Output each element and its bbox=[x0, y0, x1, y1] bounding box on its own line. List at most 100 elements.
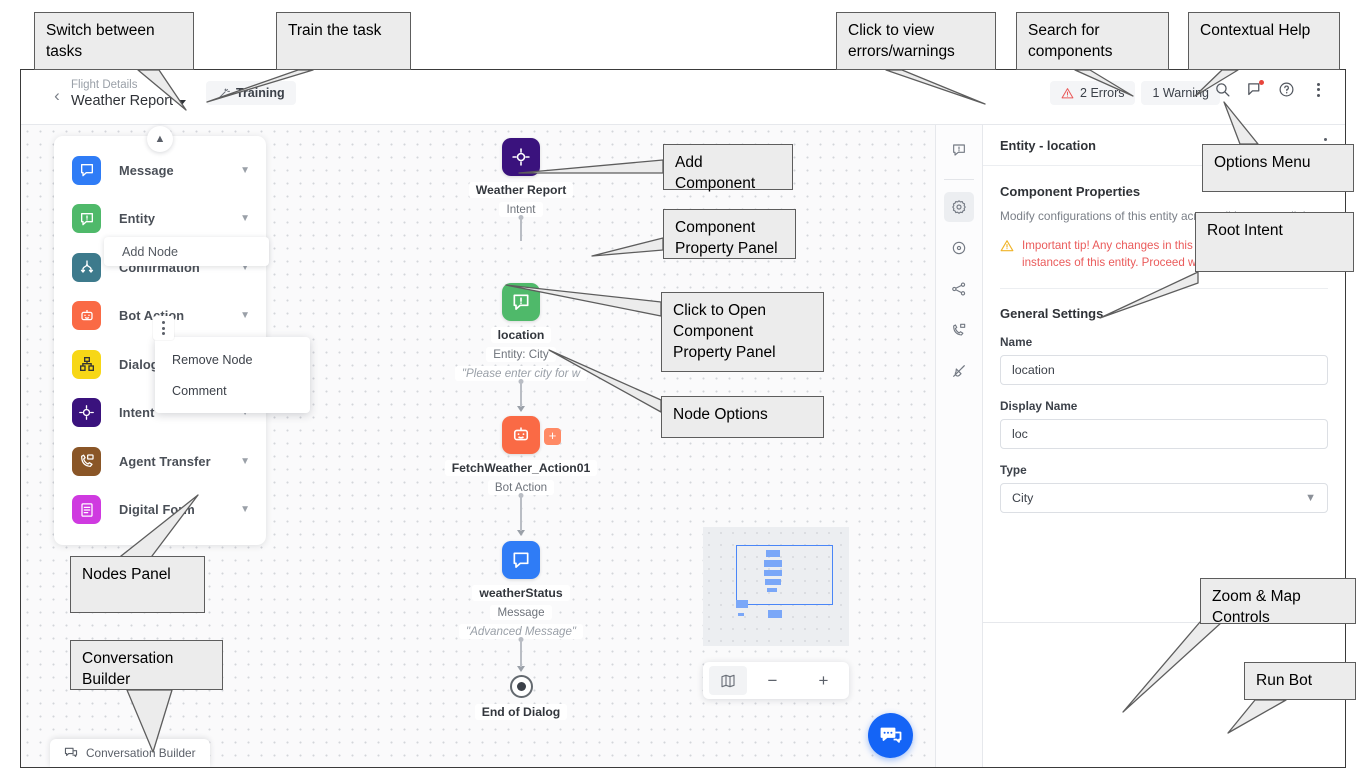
conversation-builder-button[interactable]: Conversation Builder bbox=[50, 739, 210, 767]
run-bot-button[interactable] bbox=[868, 713, 913, 758]
top-toolbar: ‹ Flight Details Weather Report Training bbox=[21, 70, 1345, 125]
help-circle-icon[interactable] bbox=[1278, 81, 1295, 98]
entity-panel-icon[interactable] bbox=[944, 135, 974, 165]
add-node-plus-icon[interactable]: + bbox=[544, 428, 561, 445]
warnings-chip[interactable]: 1 Warning bbox=[1141, 81, 1220, 105]
node-panel-item-agent-transfer[interactable]: Agent Transfer ▼ bbox=[54, 437, 266, 486]
flow-node-bot-action[interactable]: + FetchWeather_Action01 Bot Action bbox=[426, 416, 616, 495]
type-select-value: City bbox=[1012, 491, 1034, 505]
property-panel-title: Entity - location bbox=[1000, 137, 1096, 153]
annotation-run-bot: Run Bot bbox=[1244, 662, 1356, 700]
chevron-down-icon[interactable]: ▼ bbox=[240, 213, 250, 225]
flag-icon[interactable] bbox=[1246, 80, 1264, 98]
magic-wand-icon bbox=[218, 88, 230, 98]
search-icon[interactable] bbox=[1214, 81, 1231, 98]
annotation-contextual-help: Contextual Help bbox=[1188, 12, 1340, 70]
node-panel-item-message[interactable]: Message ▼ bbox=[54, 146, 266, 195]
node-panel-item-label: Intent bbox=[119, 405, 155, 421]
annotation-search-for-components: Search for components bbox=[1016, 12, 1169, 70]
flow-diagram: Weather Report Intent location Entity: C… bbox=[426, 138, 616, 720]
menu-item-remove-node[interactable]: Remove Node bbox=[172, 352, 253, 367]
name-field-label: Name bbox=[1000, 335, 1033, 349]
warning-triangle-icon bbox=[1061, 87, 1074, 98]
dialog-task-icon bbox=[72, 349, 101, 379]
plug-off-icon[interactable] bbox=[944, 356, 974, 386]
message-icon[interactable] bbox=[502, 541, 540, 579]
flow-node-entity[interactable]: location Entity: City "Please enter city… bbox=[426, 283, 616, 381]
node-panel-item-bot-action[interactable]: Bot Action ▼ bbox=[54, 292, 266, 341]
node-panel-item-intent[interactable]: Intent ▼ bbox=[54, 389, 266, 438]
flow-node-end-label: End of Dialog bbox=[474, 704, 568, 720]
annotation-add-component: Component Property Panel bbox=[663, 209, 796, 259]
name-field[interactable]: location bbox=[1000, 355, 1328, 385]
flow-node-end[interactable]: End of Dialog bbox=[426, 675, 616, 720]
chevron-down-icon[interactable]: ▼ bbox=[240, 455, 250, 467]
flow-node-prompt: "Please enter city for w bbox=[454, 366, 588, 381]
end-of-dialog-icon bbox=[509, 675, 533, 698]
map-icon[interactable] bbox=[709, 666, 747, 695]
flow-connector bbox=[518, 493, 524, 531]
zoom-controls: − + bbox=[703, 662, 849, 699]
back-chevron-icon[interactable]: ‹ bbox=[54, 86, 60, 105]
chevron-down-icon[interactable]: ▼ bbox=[1305, 492, 1316, 504]
flow-node-intent[interactable]: Weather Report Intent bbox=[426, 138, 616, 217]
panel-collapse-chevron-up-icon[interactable]: ▲ bbox=[147, 126, 173, 152]
annotation-component-property-panel: Root Intent bbox=[1195, 212, 1354, 272]
intent-icon[interactable] bbox=[502, 138, 540, 176]
flow-node-title: Weather Report bbox=[468, 182, 574, 198]
node-panel-item-label: Agent Transfer bbox=[119, 453, 211, 469]
task-name-label: Weather Report bbox=[71, 93, 174, 109]
warning-triangle-icon bbox=[1000, 240, 1014, 252]
node-options-kebab-icon[interactable] bbox=[153, 316, 174, 340]
flow-node-message[interactable]: weatherStatus Message "Advanced Message" bbox=[426, 541, 616, 639]
add-node-button[interactable]: Add Node bbox=[104, 237, 269, 266]
add-node-label: Add Node bbox=[122, 244, 179, 259]
flow-connector bbox=[518, 379, 524, 407]
conversation-builder-label: Conversation Builder bbox=[86, 746, 196, 760]
annotation-switch-between-tasks: Switch between tasks bbox=[34, 12, 194, 70]
node-panel-item-digital-form[interactable]: Digital Form ▼ bbox=[54, 486, 266, 535]
flow-arrow-icon bbox=[517, 666, 525, 672]
settings-gear-icon[interactable] bbox=[944, 192, 974, 222]
bot-action-icon bbox=[72, 301, 101, 331]
flow-node-title: location bbox=[490, 327, 552, 343]
zoom-in-button[interactable]: + bbox=[818, 671, 829, 690]
annotation-options-menu: Options Menu bbox=[1202, 144, 1354, 192]
task-switcher[interactable]: Flight Details Weather Report bbox=[71, 78, 187, 110]
flow-node-subtitle: Entity: City bbox=[486, 347, 556, 362]
target-circle-icon[interactable] bbox=[944, 233, 974, 263]
toolbar-icon-group bbox=[1214, 80, 1327, 98]
display-name-field-value: loc bbox=[1012, 427, 1028, 441]
canvas-minimap[interactable] bbox=[703, 527, 849, 646]
connections-icon[interactable] bbox=[944, 274, 974, 304]
flow-node-subtitle: Intent bbox=[499, 202, 543, 217]
annotation-zoom-and-map-controls: Zoom & Map Controls bbox=[1200, 578, 1356, 626]
status-chip-group: 2 Errors 1 Warning bbox=[1050, 81, 1220, 105]
errors-chip[interactable]: 2 Errors bbox=[1050, 81, 1136, 105]
run-bot-chat-icon bbox=[880, 727, 901, 743]
menu-item-comment[interactable]: Comment bbox=[172, 383, 227, 398]
chevron-down-icon[interactable]: ▼ bbox=[240, 164, 250, 176]
zoom-out-button[interactable]: − bbox=[767, 671, 778, 690]
minimap-viewport[interactable] bbox=[736, 545, 833, 605]
bot-action-icon[interactable]: + bbox=[502, 416, 561, 454]
flow-node-subtitle: Message bbox=[490, 605, 552, 620]
flow-arrow-icon bbox=[517, 406, 525, 412]
display-name-field[interactable]: loc bbox=[1000, 419, 1328, 449]
chevron-down-icon[interactable]: ▼ bbox=[240, 310, 250, 322]
flow-node-prompt: "Advanced Message" bbox=[458, 624, 584, 639]
node-panel-item-entity[interactable]: Entity ▼ bbox=[54, 195, 266, 244]
options-kebab-menu-icon[interactable] bbox=[1310, 81, 1327, 98]
annotation-conversation-builder: Conversation Builder bbox=[70, 640, 223, 690]
flow-connector bbox=[518, 637, 524, 667]
annotation-view-errors-warnings: Click to view errors/warnings bbox=[836, 12, 996, 70]
type-select[interactable]: City ▼ bbox=[1000, 483, 1328, 513]
chevron-down-icon[interactable]: ▼ bbox=[240, 261, 250, 273]
chevron-down-icon[interactable]: ▼ bbox=[240, 504, 250, 516]
chevron-down-icon[interactable] bbox=[178, 100, 187, 105]
voice-call-icon[interactable] bbox=[944, 315, 974, 345]
annotation-root-intent: Add Component bbox=[663, 144, 793, 192]
notification-dot bbox=[1259, 80, 1264, 85]
type-field-label: Type bbox=[1000, 463, 1027, 477]
